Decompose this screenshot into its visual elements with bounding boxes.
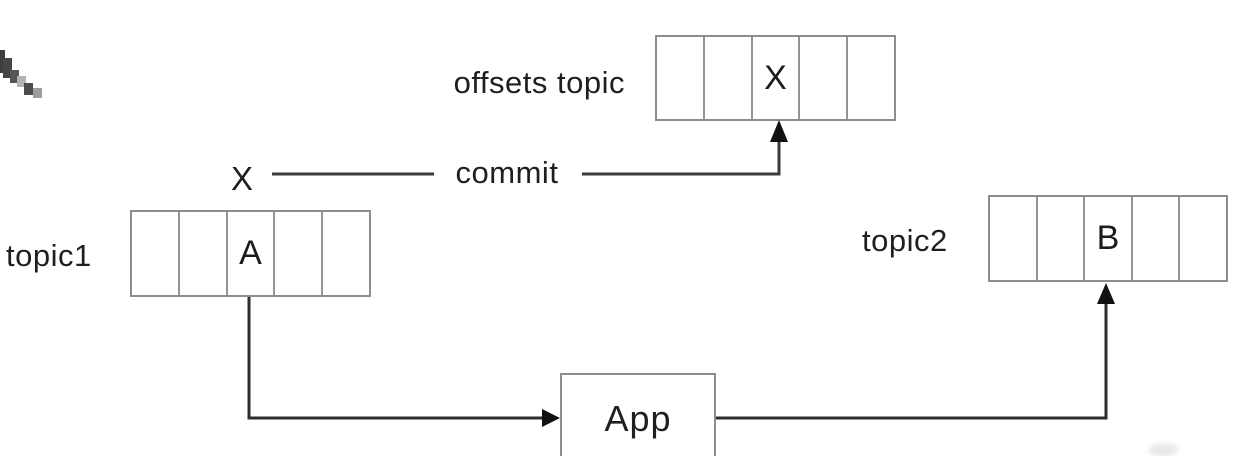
offsets-topic-cell <box>705 37 753 119</box>
topic1-cell: A <box>228 212 276 295</box>
topic1-cell <box>180 212 228 295</box>
topic2-cell <box>1133 197 1181 280</box>
app-box: App <box>560 373 716 456</box>
offsets-topic-cell: X <box>753 37 801 119</box>
topic1-to-app-arrowhead-right <box>542 409 560 427</box>
topic2-cell <box>990 197 1038 280</box>
topic1-cell <box>275 212 324 295</box>
artifact-pixel <box>0 50 5 73</box>
topic2-cell <box>1038 197 1086 280</box>
offsets-topic-cell <box>800 37 849 119</box>
topic1-box: A <box>130 210 371 297</box>
app-to-topic2-arrowhead-up <box>1097 283 1115 304</box>
topic1-label: topic1 <box>6 238 92 273</box>
artifact-pixel <box>33 88 42 98</box>
artifact-pixel <box>24 83 33 95</box>
topic1-cell <box>323 212 369 295</box>
commit-label: commit <box>455 155 559 190</box>
artifact-pixel <box>17 76 26 87</box>
commit-source-marker: X <box>231 160 254 197</box>
offsets-topic-box: X <box>655 35 896 121</box>
topic1-to-app-line <box>247 297 543 420</box>
topic2-label: topic2 <box>862 223 948 258</box>
app-to-topic2-line <box>716 302 1108 420</box>
artifact-pixel <box>3 58 12 78</box>
bottom-right-smudge <box>1148 443 1178 456</box>
topic1-cell <box>132 212 180 295</box>
offsets-topic-label: offsets topic <box>453 65 625 100</box>
topic2-cell <box>1180 197 1226 280</box>
commit-line-right-segment <box>582 140 781 176</box>
app-label: App <box>604 398 672 439</box>
offsets-topic-cell <box>848 37 894 119</box>
topic2-box: B <box>988 195 1228 282</box>
artifact-pixel <box>10 70 19 83</box>
offsets-topic-cell <box>657 37 705 119</box>
topic2-cell: B <box>1085 197 1133 280</box>
commit-arrowhead-up <box>770 120 788 142</box>
